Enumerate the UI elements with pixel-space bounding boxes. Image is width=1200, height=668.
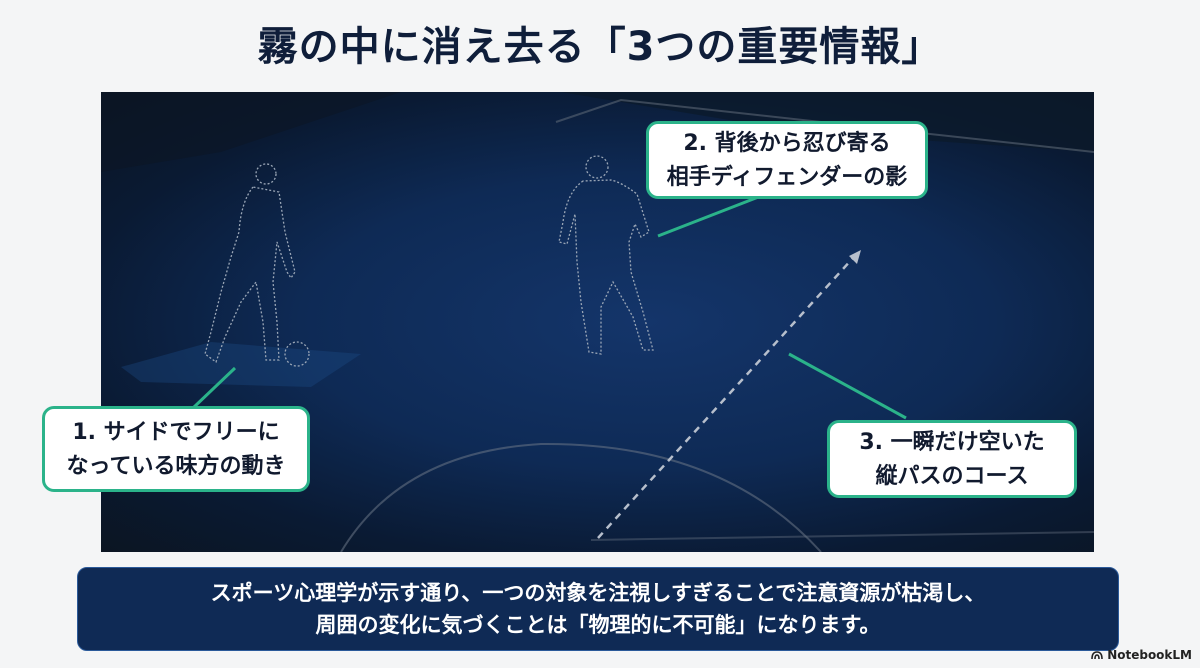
callout-two-line2: 相手ディフェンダーの影 — [666, 165, 908, 190]
defender-silhouette — [558, 155, 654, 355]
caption-box: スポーツ心理学が示す通り、一つの対象を注視しすぎることで注意資源が枯渇し、 周囲… — [77, 567, 1119, 651]
callout-passing-lane: 3. 一瞬だけ空いた 縦パスのコース — [827, 420, 1077, 498]
callout-one-line1: 1. サイドでフリーに — [72, 420, 280, 445]
pass-route-arrow — [597, 257, 854, 539]
notebooklm-logo-icon — [1091, 651, 1103, 660]
center-circle-line — [340, 442, 822, 552]
caption-line1: スポーツ心理学が示す通り、一つの対象を注視しすぎることで注意資源が枯渇し、 — [210, 581, 986, 605]
callout-three-line1: 3. 一瞬だけ空いた — [859, 430, 1045, 455]
pitch-line — [590, 531, 1094, 541]
page-title: 霧の中に消え去る「3つの重要情報」 — [257, 24, 943, 70]
ball-outline — [284, 341, 310, 367]
caption-line2: 周囲の変化に気づくことは「物理的に不可能」になります。 — [315, 613, 881, 637]
callout-teammate-movement: 1. サイドでフリーに なっている味方の動き — [42, 406, 310, 492]
teammate-silhouette — [204, 163, 296, 364]
callout-two-connector — [657, 194, 762, 238]
pass-arrowhead-icon — [849, 250, 861, 264]
callout-two-line1: 2. 背後から忍び寄る — [683, 131, 891, 156]
light-zone — [121, 342, 361, 387]
callout-three-line2: 縦パスのコース — [875, 464, 1029, 489]
pitch-line — [555, 98, 1094, 153]
brand-label: NotebookLM — [1107, 648, 1192, 662]
pitch-stripe — [101, 92, 401, 172]
callout-one-connector — [191, 366, 237, 410]
brand-watermark: NotebookLM — [1091, 648, 1192, 662]
callout-one-line2: なっている味方の動き — [66, 454, 286, 479]
callout-three-connector — [788, 352, 907, 420]
callout-defender-shadow: 2. 背後から忍び寄る 相手ディフェンダーの影 — [646, 121, 928, 199]
